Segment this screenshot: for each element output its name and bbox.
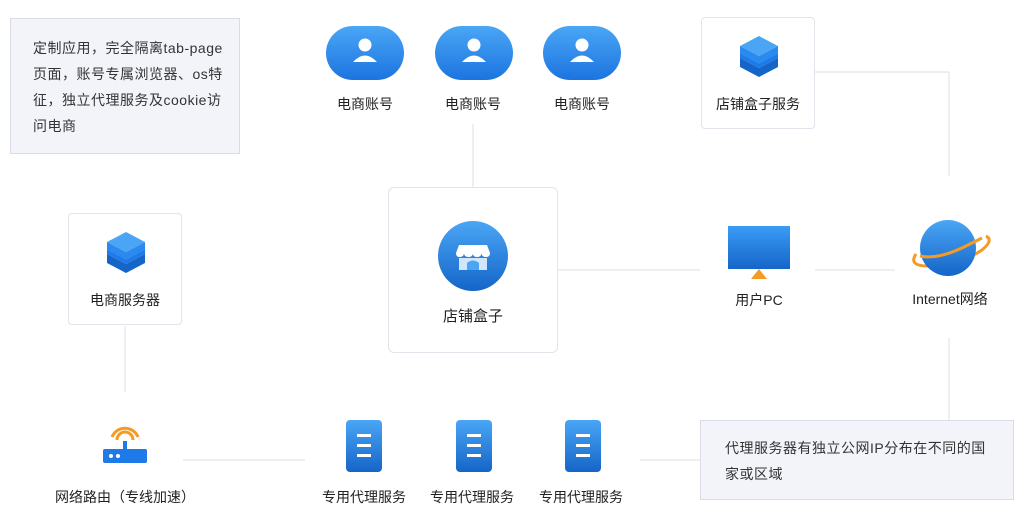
note-isolation: 定制应用，完全隔离tab-page页面，账号专属浏览器、os特征，独立代理服务及… [10, 18, 240, 154]
note-proxy-ip: 代理服务器有独立公网IP分布在不同的国家或区域 [700, 420, 1014, 500]
shop-box-hub-label: 店铺盒子 [442, 308, 503, 325]
shop-box-service-card: 店铺盒子服务 [701, 17, 815, 129]
monitor-icon [728, 226, 790, 279]
proxy-server-icon-3 [565, 420, 601, 472]
proxy-server-icon-1 [346, 420, 382, 472]
ecommerce-server-card: 电商服务器 [68, 213, 182, 325]
account-icon-1 [326, 26, 404, 80]
account-label-2: 电商账号 [445, 96, 501, 112]
shop-box-hub-card: 店铺盒子 [388, 187, 558, 353]
store-icon [438, 221, 508, 291]
proxy-label-2: 专用代理服务 [430, 489, 514, 505]
router-label: 网络路由（专线加速） [55, 489, 195, 505]
internet-label: Internet网络 [912, 291, 988, 307]
router-icon [103, 426, 147, 463]
user-pc-label: 用户PC [735, 292, 783, 308]
account-label-3: 电商账号 [554, 96, 610, 112]
note-isolation-text: 定制应用，完全隔离tab-page页面，账号专属浏览器、os特征，独立代理服务及… [33, 40, 223, 134]
globe-icon [912, 220, 991, 276]
account-icon-2 [435, 26, 513, 80]
ecommerce-server-label: 电商服务器 [90, 292, 160, 308]
account-label-1: 电商账号 [337, 96, 393, 112]
layers-icon [107, 232, 145, 273]
layers-icon [740, 36, 778, 77]
account-icon-3 [543, 26, 621, 80]
shop-box-service-label: 店铺盒子服务 [716, 96, 800, 112]
proxy-label-1: 专用代理服务 [322, 489, 406, 505]
note-proxy-ip-text: 代理服务器有独立公网IP分布在不同的国家或区域 [725, 440, 986, 482]
proxy-label-3: 专用代理服务 [539, 489, 623, 505]
proxy-server-icon-2 [456, 420, 492, 472]
